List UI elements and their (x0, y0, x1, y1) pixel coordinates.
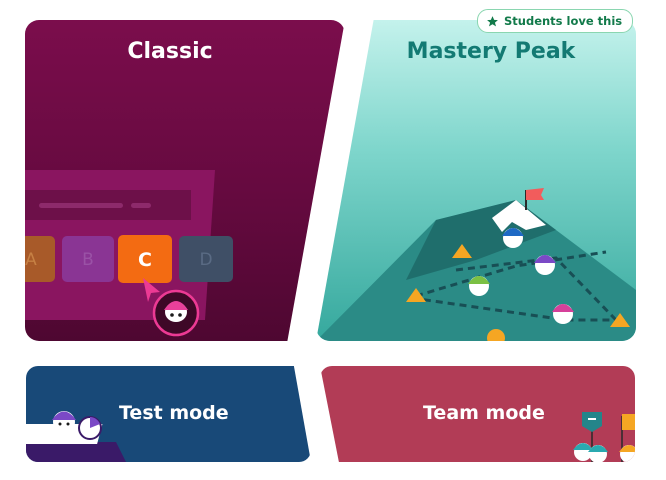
team-mode-illustration (573, 412, 635, 462)
mountain-illustration (316, 188, 636, 341)
classic-mode-card[interactable]: Classic A B C D (25, 20, 345, 341)
classic-title: Classic (127, 39, 213, 64)
checkpoint-marker (610, 313, 630, 327)
mountain (316, 200, 636, 341)
team-banner-icon (582, 412, 602, 432)
answer-tile-c (118, 235, 172, 283)
answer-tile-b (62, 236, 114, 282)
answer-tile-d (179, 236, 233, 282)
test-mode-card[interactable]: Test mode (26, 366, 311, 462)
question-line (39, 203, 123, 208)
question-line (131, 203, 151, 208)
students-love-this-badge: Students love this (477, 9, 634, 33)
snow-cap (492, 200, 546, 232)
classic-illustration: A B C D (25, 170, 233, 337)
climber-avatar (502, 228, 524, 248)
test-mode-illustration (26, 411, 126, 462)
team-mode-card[interactable]: Team mode (320, 366, 635, 462)
star-icon (487, 15, 498, 26)
checkpoint-marker (452, 244, 472, 258)
mastery-peak-card[interactable]: Mastery Peak (316, 20, 636, 341)
answer-tile-d-label: D (199, 250, 212, 270)
climber-avatar (534, 255, 556, 275)
answer-tile-a-label: A (25, 250, 37, 270)
climber-avatar (552, 304, 574, 324)
climber-avatar (468, 276, 490, 296)
desk (26, 442, 126, 462)
answer-tile-b-label: B (82, 250, 94, 270)
team-banner-icon (622, 414, 635, 430)
test-mode-title: Test mode (119, 402, 229, 424)
answer-tile-c-label: C (138, 249, 152, 271)
badge-label: Students love this (504, 14, 623, 28)
mastery-peak-title: Mastery Peak (406, 39, 576, 64)
checkpoint-marker (406, 288, 426, 302)
flag-icon (526, 188, 544, 200)
answer-tile-a (25, 236, 55, 282)
team-mode-title: Team mode (423, 402, 545, 424)
cursor-icon (143, 278, 160, 302)
